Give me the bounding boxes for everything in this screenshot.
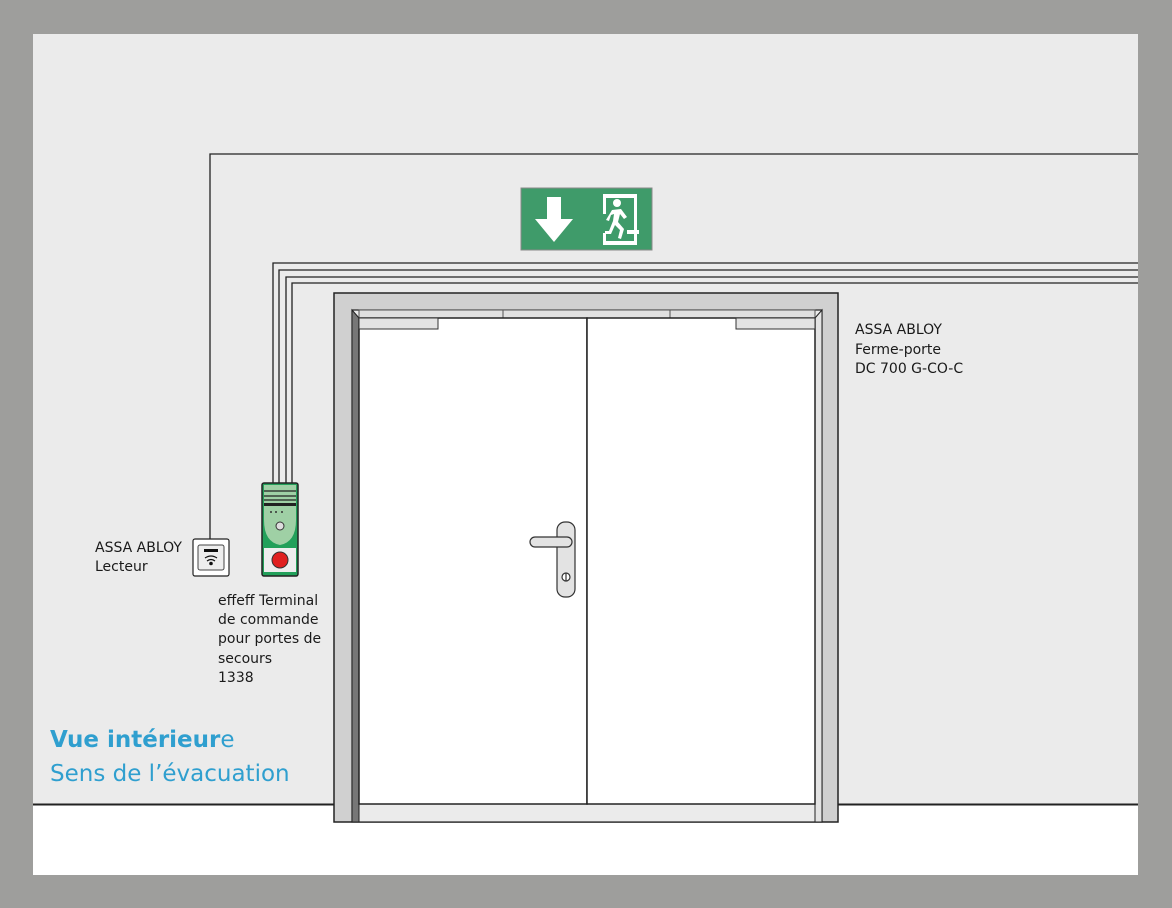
terminal-label-line5: 1338 [218, 670, 254, 686]
terminal-label-line1: effeff Terminal [218, 593, 318, 609]
terminal-cable-4 [291, 282, 1138, 483]
view-title-suffix: e [220, 727, 234, 753]
reader-label-line2: Lecteur [95, 559, 148, 575]
closer-label-line3: DC 700 G-CO-C [855, 361, 963, 377]
terminal-label-line3: pour portes de [218, 631, 321, 647]
emergency-exit-running-man-icon [603, 194, 639, 245]
double-door [358, 317, 816, 805]
terminal-cable-2 [278, 269, 1138, 483]
closer-label: ASSA ABLOY Ferme-porte DC 700 G-CO-C [855, 322, 963, 377]
closer-label-line1: ASSA ABLOY [855, 322, 942, 338]
view-subtitle: Sens de l’évacuation [50, 761, 290, 787]
terminal-label-line4: secours [218, 651, 272, 667]
door-leaf-left [358, 317, 588, 805]
wireless-reader-icon [204, 549, 218, 566]
key-switch-icon [275, 521, 285, 531]
card-reader [192, 538, 230, 577]
terminal-label-line2: de commande [218, 612, 318, 628]
reader-label: ASSA ABLOY Lecteur [95, 540, 182, 575]
terminal-label: effeff Terminal de commande pour portes … [218, 593, 321, 686]
terminal-cable-3 [285, 276, 1138, 483]
emergency-button [271, 551, 289, 569]
door-handle [529, 521, 576, 598]
view-title: Vue intérieure [50, 727, 235, 753]
terminal-cable-1 [272, 262, 1138, 483]
reader-cable [209, 153, 1138, 540]
closer-label-line2: Ferme-porte [855, 342, 941, 358]
exit-sign [520, 187, 653, 251]
view-title-bold: Vue intérieur [50, 727, 221, 753]
emergency-door-terminal [261, 482, 299, 577]
door-leaf-right [586, 317, 816, 805]
reader-label-line1: ASSA ABLOY [95, 540, 182, 556]
door-closer-arm-left [358, 317, 439, 330]
door-closer-arm-right [735, 317, 816, 330]
wiring [209, 153, 1138, 540]
arrow-down-icon [535, 197, 573, 242]
